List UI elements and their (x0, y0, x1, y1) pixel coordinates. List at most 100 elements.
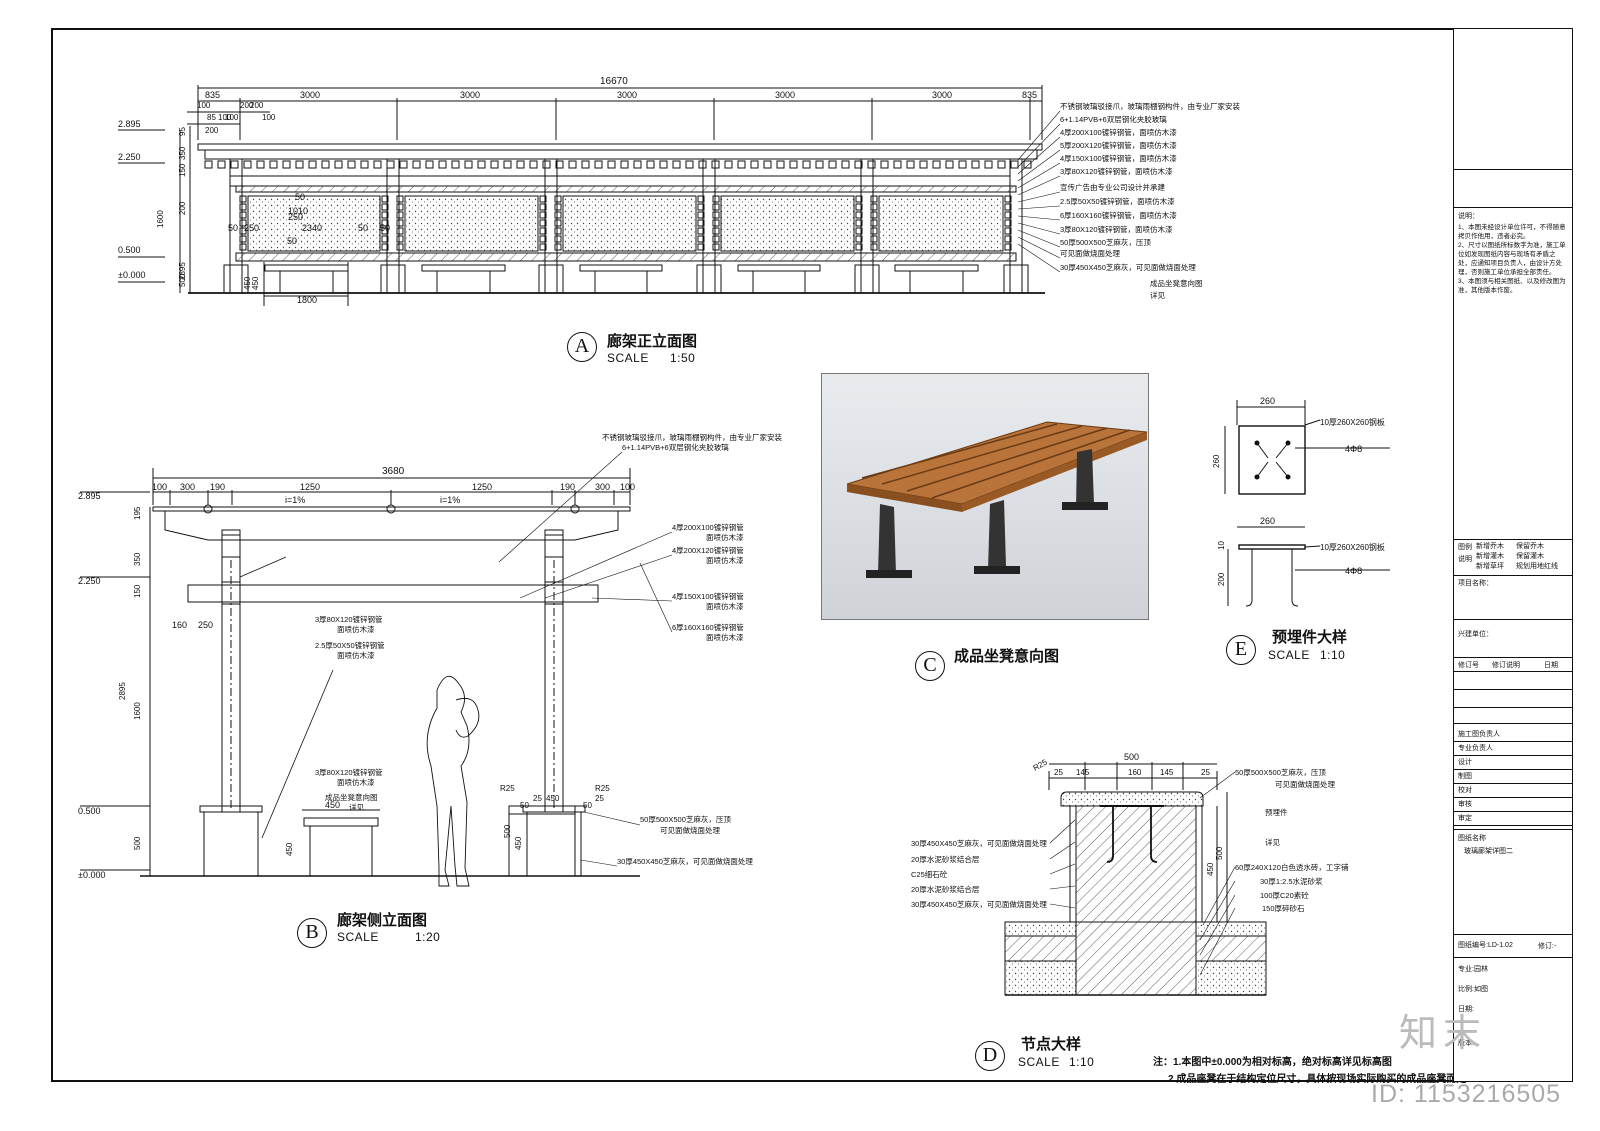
bench-seat (894, 264, 979, 272)
base-dim: 50 (583, 801, 592, 810)
panel-frame-block (870, 227, 878, 235)
purlin (685, 160, 694, 169)
purlin (1010, 160, 1019, 169)
panel-frame-block (855, 195, 863, 203)
purlin (893, 160, 902, 169)
purlin (386, 160, 395, 169)
side-level: 2.895 (78, 491, 101, 501)
beam-dim: 160 (172, 620, 187, 630)
bay-dim: 3000 (932, 90, 952, 100)
front-annotation: 50厚500X500芝麻灰，压顶 (1060, 237, 1151, 247)
base-dim: R25 (500, 784, 515, 793)
legend-label-b: 说明 (1458, 556, 1472, 563)
node-annotation-left: C25细石砼 (911, 869, 948, 879)
purlin (347, 160, 356, 169)
client-label: 兴建单位： (1458, 631, 1493, 638)
post-base (538, 264, 564, 294)
purlin (204, 160, 213, 169)
panel-frame-block (712, 203, 720, 211)
leader-line (1199, 880, 1236, 941)
purlin (672, 160, 681, 169)
post-base (854, 264, 880, 294)
panel-frame-block (697, 243, 705, 251)
side-top-dim: 100 (152, 482, 167, 492)
node-dim: 450 (1206, 862, 1215, 876)
tb-divider (1454, 707, 1572, 708)
purlin (529, 160, 538, 169)
ad-panel (720, 195, 855, 252)
leader-line (1202, 866, 1236, 926)
embed-detail (1224, 400, 1390, 607)
side-top-dim: 100 (620, 482, 635, 492)
view-e-scale: 1:10 (1320, 648, 1346, 662)
node-annotation-right: 详见 (1265, 837, 1281, 847)
legend-item: 保留乔木 (1516, 543, 1544, 550)
side-level: ±0.000 (78, 870, 105, 880)
panel-frame-block (239, 203, 247, 211)
node-dim: 500 (1215, 846, 1224, 860)
side-annotation: 6+1.14PVB+6双层钢化夹胶玻璃 (622, 442, 729, 452)
panel-frame-block (381, 195, 389, 203)
leader-line (1017, 222, 1061, 235)
node-dim: 500 (1124, 752, 1139, 762)
panel-frame-block (870, 243, 878, 251)
role-label: 审核 (1458, 801, 1472, 808)
side-annotation: 面喷仿木漆 (337, 650, 375, 660)
rev-header-no: 修订号 (1458, 662, 1479, 669)
side-annotation: 4厚200X100镀锌钢管 (672, 522, 744, 532)
purlin (633, 160, 642, 169)
panel-frame-block (697, 195, 705, 203)
purlin (958, 160, 967, 169)
embed-annotation: 4Φ8 (1345, 444, 1362, 454)
panel-frame-block (554, 195, 562, 203)
panel-frame-block (554, 227, 562, 235)
panel-frame-block (697, 211, 705, 219)
purlin (464, 160, 473, 169)
purlin (607, 160, 616, 169)
side-vdim: 195 (133, 506, 142, 520)
side-annotation: 4厚150X100镀锌钢管 (672, 591, 744, 601)
panel-frame-block (712, 219, 720, 227)
side-annotation: 3厚80X120镀锌钢管 (315, 614, 383, 624)
side-annotation: 不锈钢玻璃驳接爪，玻璃雨棚钢构件，由专业厂家安装 (602, 432, 782, 442)
purlin (828, 160, 837, 169)
purlin (919, 160, 928, 169)
post-base (696, 264, 722, 294)
ad-panel (247, 195, 381, 252)
side-annotation: 6厚160X160镀锌钢管 (672, 622, 744, 632)
node-annotation-left: 30厚450X450芝麻灰，可见面做烧面处理 (911, 899, 1047, 909)
tb-divider (1454, 797, 1572, 798)
node-dim: 145 (1160, 768, 1174, 777)
panel-frame-block (1004, 203, 1012, 211)
panel-frame-block (381, 227, 389, 235)
seat-dim: 1800 (297, 295, 317, 305)
panel-frame-block (539, 219, 547, 227)
ad-panel (878, 195, 1004, 252)
vertical-dim: 200 (178, 201, 187, 215)
legend-item: 保留灌木 (1516, 553, 1544, 560)
front-annotation: 30厚450X450芝麻灰，可见面做烧面处理 (1060, 262, 1196, 272)
view-a-marker: A (567, 332, 597, 362)
embed-annotation: 10厚260X260钢板 (1320, 542, 1385, 552)
base-dim: 450 (514, 836, 523, 850)
node-detail (1004, 762, 1267, 996)
tb-divider (1454, 539, 1572, 540)
purlin (594, 160, 603, 169)
purlin (581, 160, 590, 169)
panel-frame-block (239, 219, 247, 227)
purlin (516, 160, 525, 169)
watermark-id: ID: 1153216505 (1371, 1080, 1562, 1108)
post-base (1003, 264, 1029, 294)
view-d-scale-label: SCALE (1018, 1055, 1060, 1069)
bench-seat (421, 264, 506, 272)
leader-line (580, 859, 618, 867)
bay-dim: 3000 (617, 90, 637, 100)
node-annotation-right: 150厚碎砂石 (1262, 903, 1305, 913)
panel-dim: 50 (380, 223, 390, 233)
vertical-dim: 500 (178, 273, 187, 287)
leader-line (1017, 136, 1061, 175)
side-annotation: 面喷仿木漆 (706, 601, 744, 611)
purlin (971, 160, 980, 169)
tb-divider (1454, 825, 1572, 826)
purlin (763, 160, 772, 169)
